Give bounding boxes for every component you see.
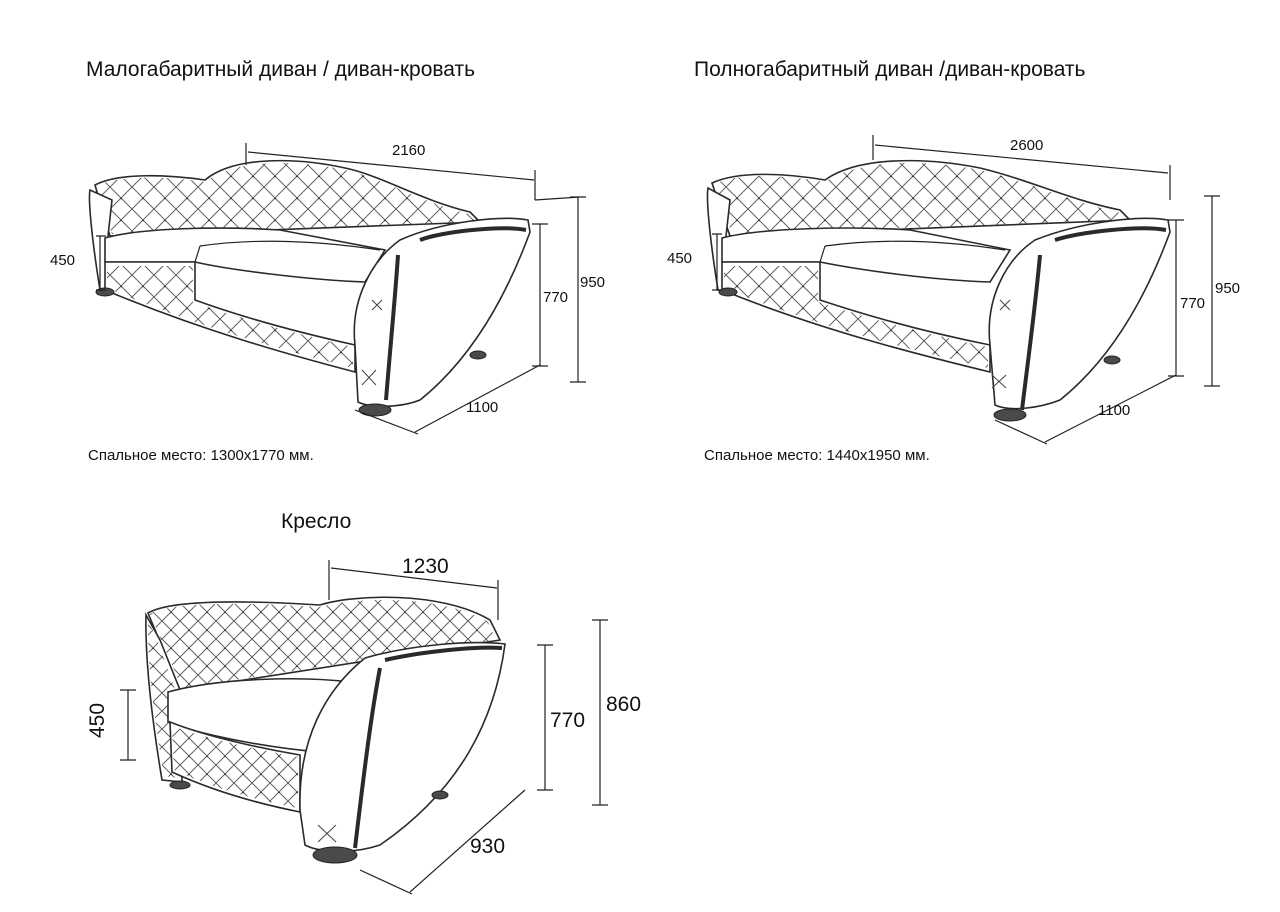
armchair-depth-label: 930 xyxy=(470,835,505,858)
sofa-small-depth-label: 1100 xyxy=(466,399,498,416)
armchair-width-label: 1230 xyxy=(402,555,449,578)
sofa-full-title: Полногабаритный диван /диван-кровать xyxy=(694,58,1086,81)
sofa-full-sleep-note: Спальное место: 1440х1950 мм. xyxy=(704,447,930,464)
armchair-total-height-label: 860 xyxy=(606,693,641,716)
sofa-small-total-height-label: 950 xyxy=(580,274,605,291)
sofa-full-seat-height-label: 450 xyxy=(667,250,692,267)
sofa-full-width-label: 2600 xyxy=(1010,137,1043,154)
sofa-small-title: Малогабаритный диван / диван-кровать xyxy=(86,58,476,81)
armchair-arm-height-label: 770 xyxy=(550,709,585,732)
sofa-full-total-height-label: 950 xyxy=(1215,280,1240,297)
sofa-full-drawing: 2600 450 770 950 1100 xyxy=(667,135,1240,445)
armchair-title: Кресло xyxy=(281,510,352,533)
sofa-small-sleep-note: Спальное место: 1300х1770 мм. xyxy=(88,447,314,464)
sofa-small-drawing: 2160 450 770 950 1100 xyxy=(50,142,605,435)
sofa-small-seat-height-label: 450 xyxy=(50,252,75,269)
sofa-full-arm-height-label: 770 xyxy=(1180,295,1205,312)
sofa-small-width-label: 2160 xyxy=(392,142,425,159)
armchair-drawing: 1230 450 770 860 930 xyxy=(86,555,641,895)
sofa-full-depth-label: 1100 xyxy=(1098,402,1130,419)
sofa-small-arm-height-label: 770 xyxy=(543,289,568,306)
armchair-seat-height-label: 450 xyxy=(86,703,109,738)
